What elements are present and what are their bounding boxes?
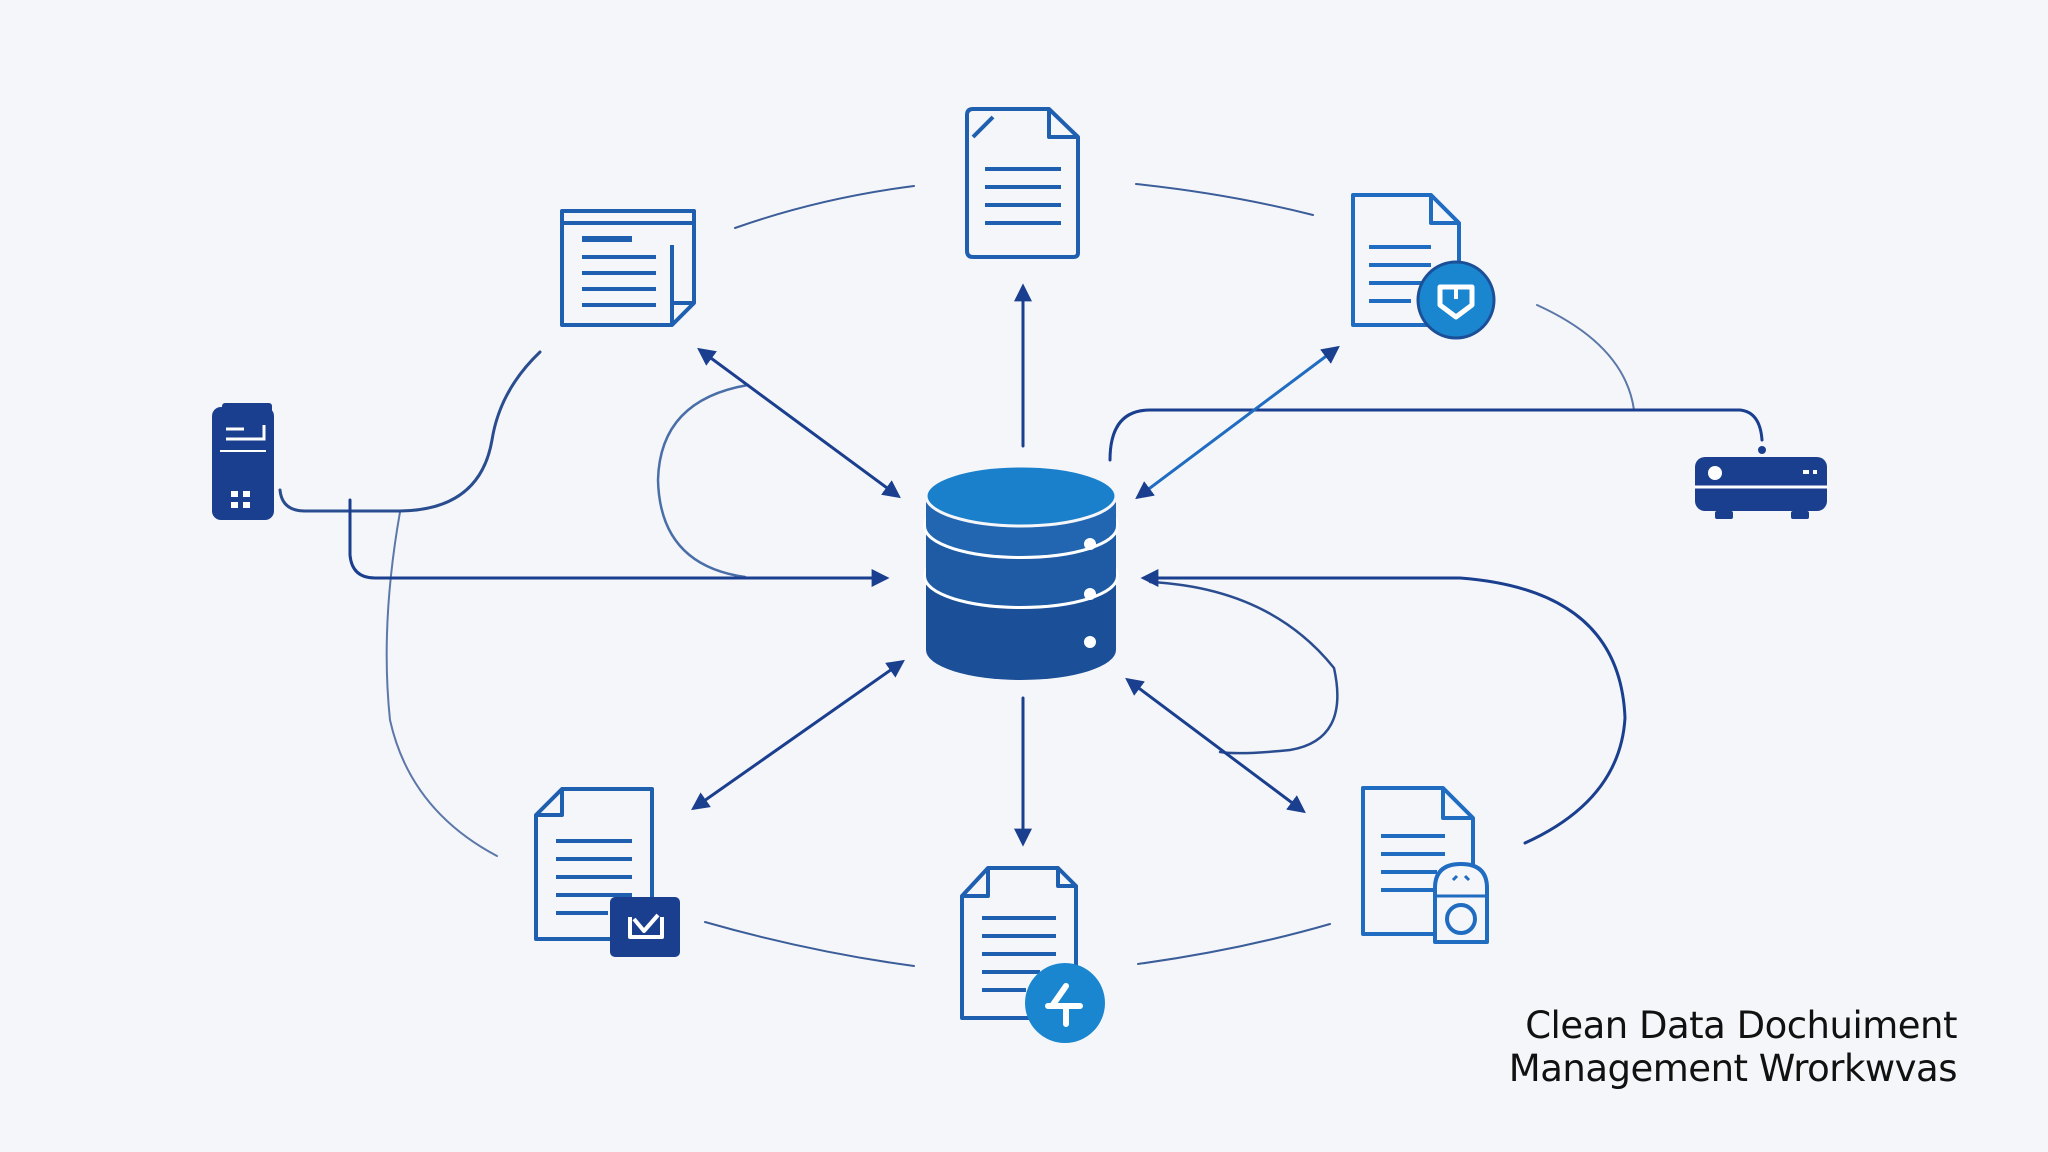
line-right-device: [1108, 408, 1764, 462]
database-icon: [923, 464, 1119, 680]
arc-right-top: [1536, 304, 1635, 411]
arc-left-lower: [385, 511, 498, 857]
document-add-icon: [960, 866, 1105, 1043]
caption-line-1: Clean Data Dochuiment: [1525, 1004, 1957, 1047]
arc-top-right: [1135, 183, 1314, 216]
document-icon: [965, 107, 1080, 259]
document-shield-icon: [1351, 193, 1496, 340]
loop-left-hub: [656, 383, 750, 579]
line-left-device-hub: [348, 498, 890, 587]
arrow-hub-top-left: [697, 347, 901, 499]
connectors: [278, 183, 1766, 967]
right-device-port: [1758, 446, 1766, 454]
arrow-hub-bottom-right: [1125, 677, 1306, 814]
document-check-icon: [534, 787, 680, 957]
arc-top-left: [734, 185, 915, 229]
router-device-icon: [1695, 457, 1827, 519]
arc-bottom-right: [1137, 923, 1331, 965]
document-lock-icon: [1361, 786, 1489, 944]
arc-bottom-left: [704, 921, 915, 967]
server-device-icon: [212, 403, 274, 520]
arrow-hub-top-right: [1135, 345, 1340, 500]
diagram-caption: Clean Data Dochuiment Management Wrorkwv…: [1508, 1004, 1958, 1090]
loop-right-hub: [1148, 580, 1339, 755]
arc-right-large: [1148, 576, 1627, 845]
curve-left-doc-device: [278, 350, 542, 513]
caption-line-2: Management Wrorkwvas: [1508, 1047, 1958, 1090]
document-stack-icon: [560, 209, 696, 327]
arrow-hub-bottom-left: [691, 659, 905, 811]
